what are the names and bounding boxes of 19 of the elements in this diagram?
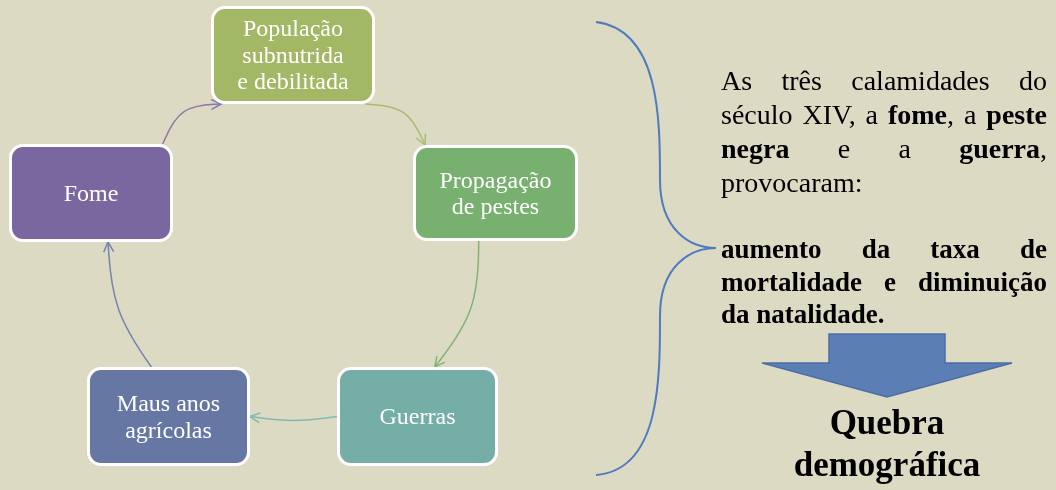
result-text: aumento da taxa de mortalidade e diminuição da natalidade. [721, 232, 1047, 332]
paragraph: As três calamidades do século XIV, a fome, a peste negra e a guerra, provocaram: [721, 64, 1047, 201]
node-label: Propagação de pestes [438, 166, 553, 220]
block-arrow [761, 333, 1013, 398]
node-label: População subnutrida e debilitada [236, 15, 350, 95]
arrow [434, 240, 480, 368]
process-box [413, 145, 578, 241]
arrow [249, 412, 338, 424]
process-box [9, 144, 173, 242]
conclusion-text: Quebra demográfica [792, 401, 982, 486]
node-label: Maus anos agrícolas [115, 390, 222, 443]
process-box [337, 367, 498, 466]
node-label: Guerras [379, 403, 456, 430]
arrow [162, 98, 223, 145]
process-box [87, 367, 250, 466]
arrow [364, 103, 427, 146]
arrow [102, 241, 153, 368]
node-label: Fome [63, 179, 119, 207]
process-box [211, 6, 375, 104]
